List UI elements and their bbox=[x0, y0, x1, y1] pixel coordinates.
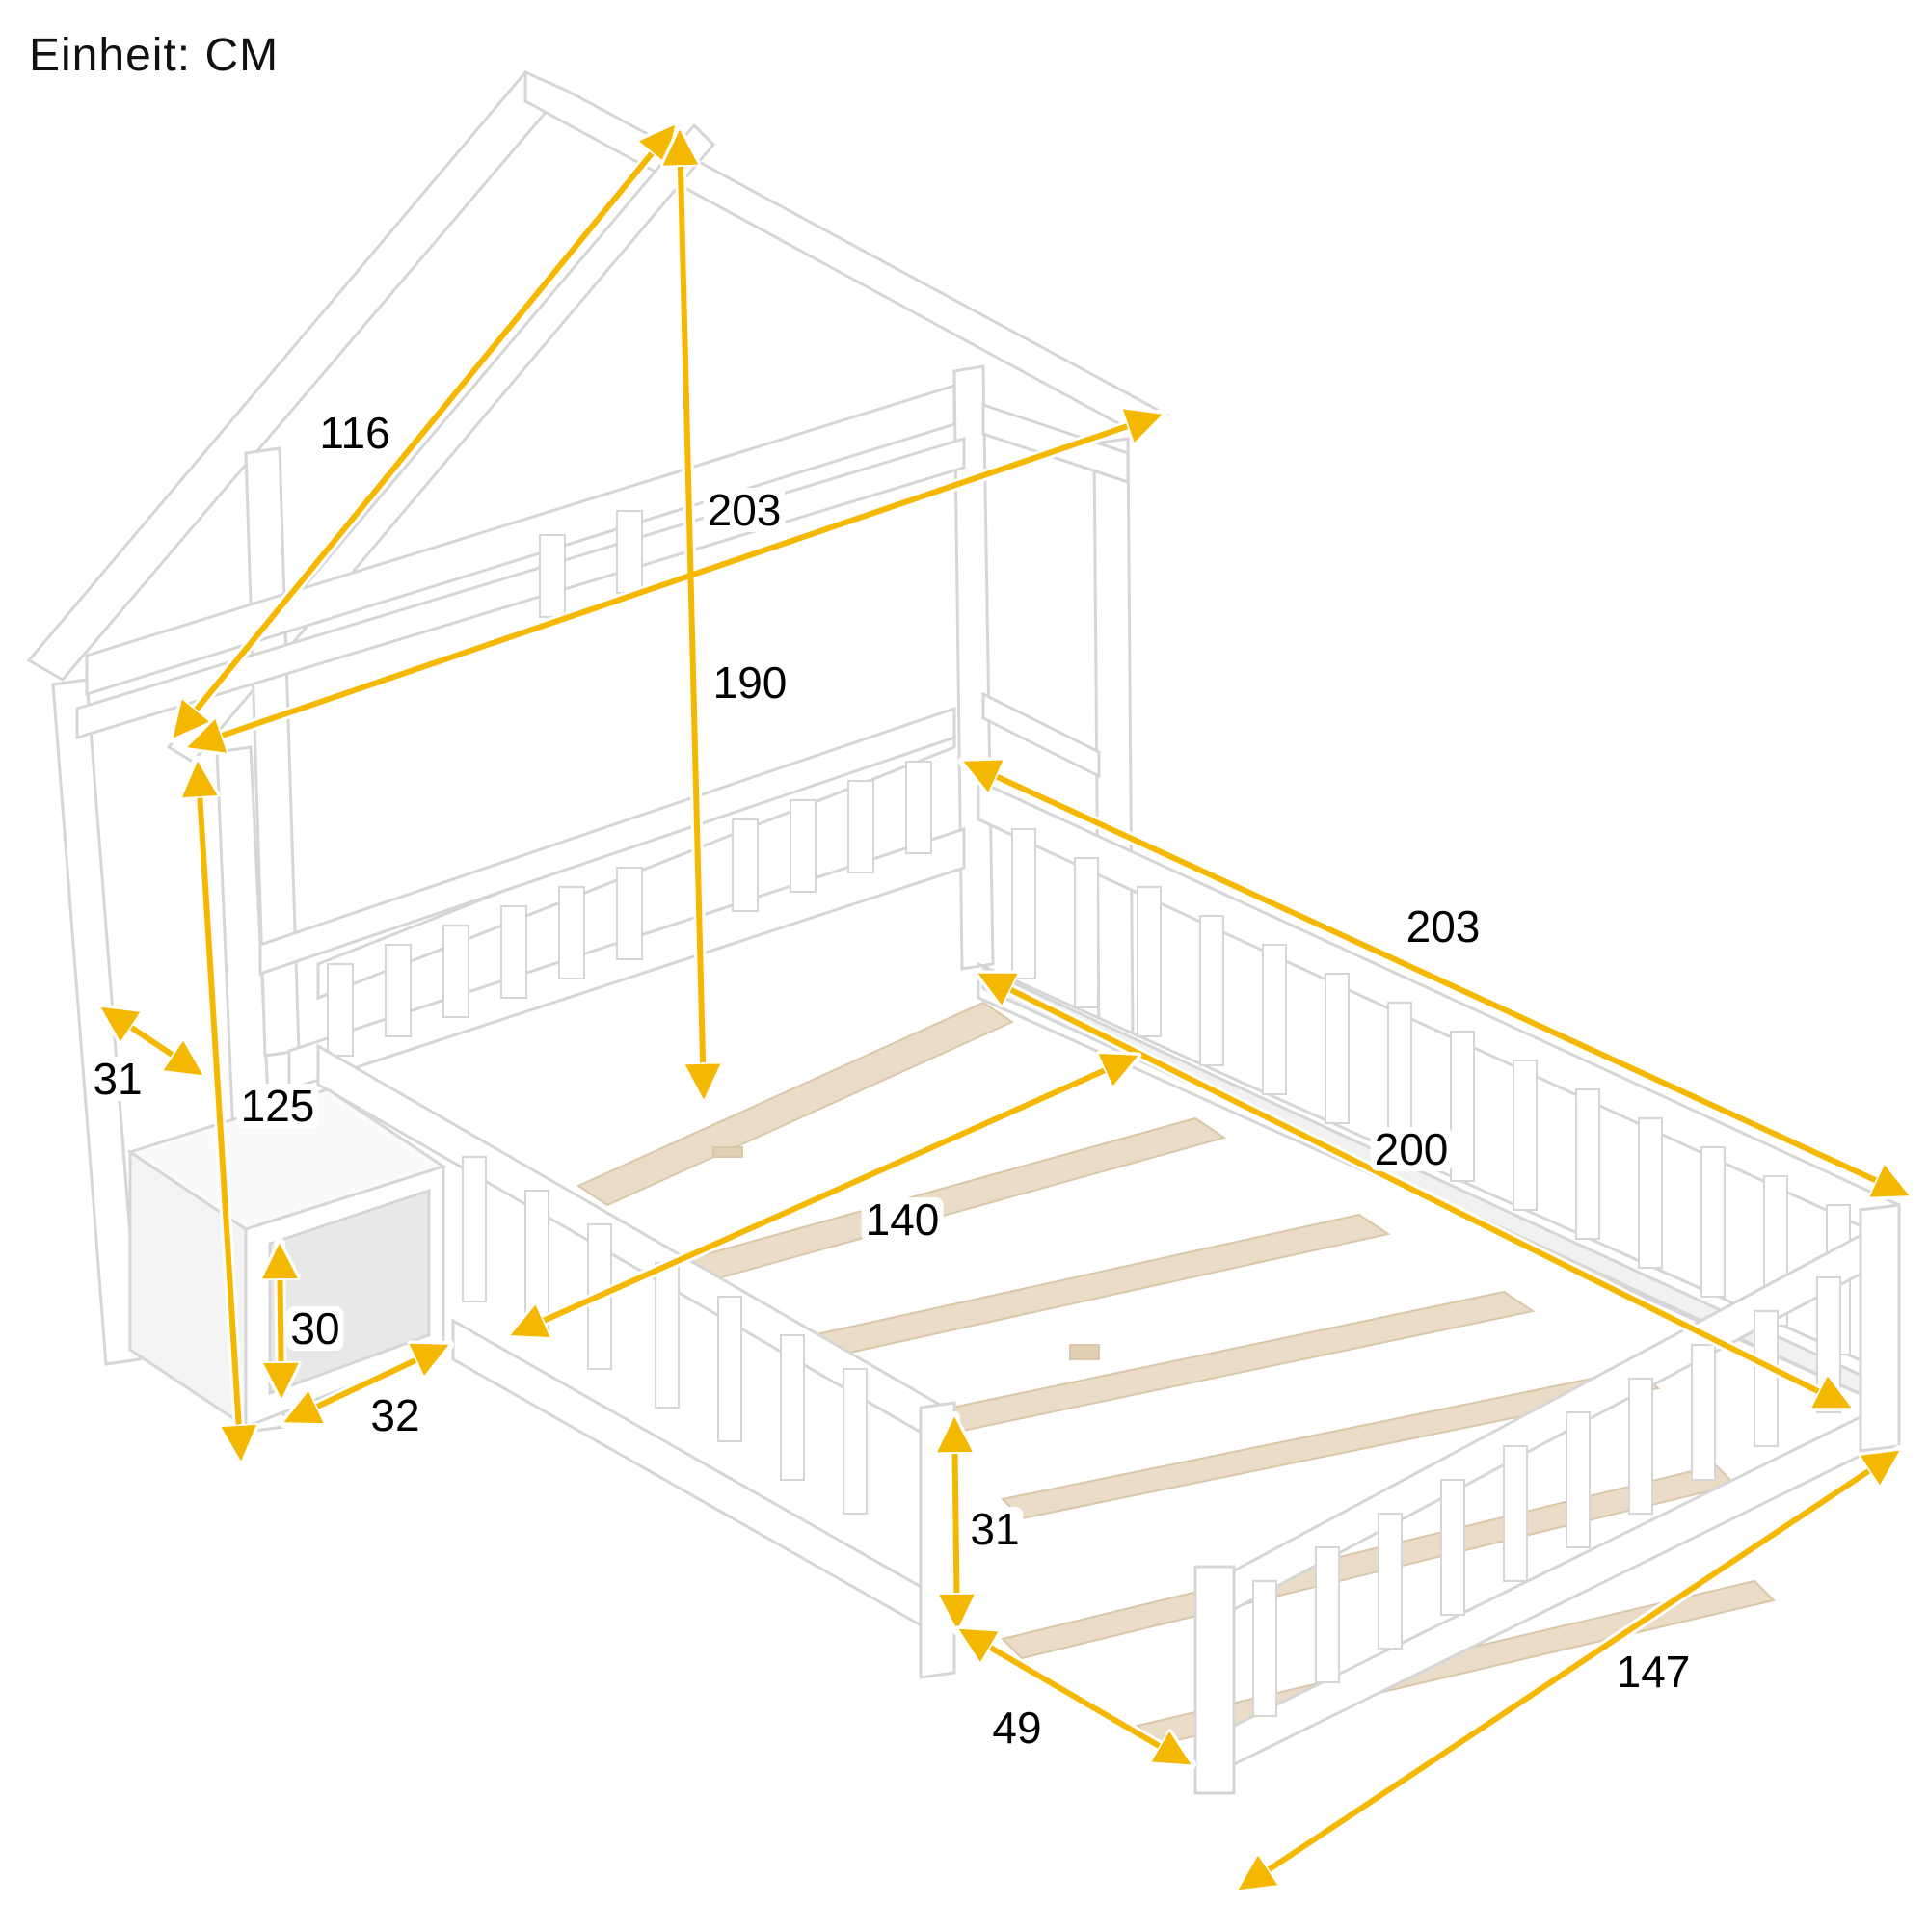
dim-entrance-gap: 49 bbox=[988, 1705, 1046, 1750]
arrow-cube-height bbox=[280, 1244, 281, 1398]
arrow-rail-height bbox=[954, 1417, 957, 1629]
arrow-cube-width bbox=[284, 1345, 448, 1422]
front-right-rail bbox=[1193, 1203, 1901, 1795]
arrow-shelf-depth bbox=[101, 1007, 202, 1075]
dim-mattress-length: 200 bbox=[1370, 1127, 1453, 1171]
dim-shelf-depth: 31 bbox=[89, 1057, 147, 1101]
arrow-total-height bbox=[680, 130, 704, 1099]
arrow-mattress-width bbox=[511, 1056, 1138, 1335]
arrow-total-width bbox=[1239, 1451, 1899, 1890]
dim-total-width: 147 bbox=[1612, 1650, 1695, 1694]
dimension-arrows-yellow bbox=[101, 125, 1909, 1890]
dim-cube-height: 30 bbox=[286, 1306, 344, 1351]
dim-post-height: 125 bbox=[236, 1084, 319, 1128]
dim-rail-height: 31 bbox=[966, 1507, 1024, 1551]
arrow-entrance-gap bbox=[959, 1629, 1191, 1764]
arrow-mattress-length bbox=[978, 974, 1851, 1408]
unit-label: Einheit: CM bbox=[29, 30, 280, 81]
dim-mattress-width: 140 bbox=[861, 1197, 944, 1242]
dim-cube-width: 32 bbox=[366, 1393, 424, 1437]
dim-total-height: 190 bbox=[709, 660, 791, 705]
dim-roof-slope: 116 bbox=[315, 411, 394, 455]
dim-roof-width: 203 bbox=[703, 488, 786, 532]
dim-side-rail-length: 203 bbox=[1402, 904, 1485, 949]
arrow-post-height bbox=[198, 762, 241, 1461]
